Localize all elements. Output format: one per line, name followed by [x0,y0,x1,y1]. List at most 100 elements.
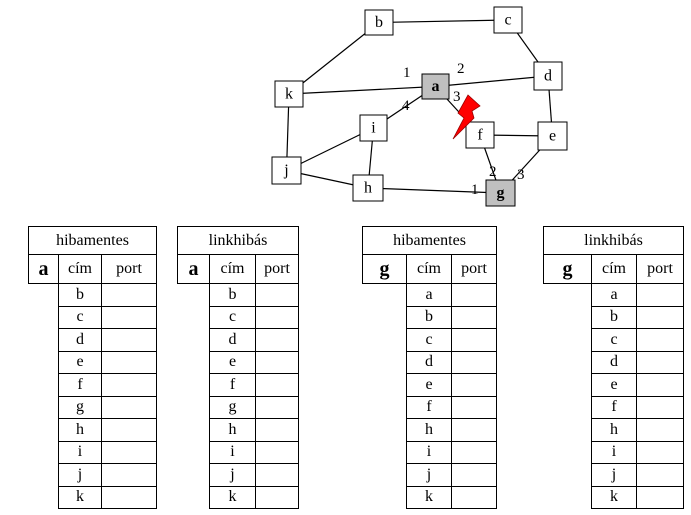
edge-k-a [288,85,436,95]
address-cell: i [209,440,256,464]
address-cell: f [406,395,452,419]
column-header-port: port [101,254,157,284]
address-cell: k [209,485,256,509]
node-box-a [421,73,450,100]
node-box-e [537,121,568,151]
port-cell [255,328,299,352]
port-cell [101,305,157,329]
node-label-j: j [283,162,288,179]
port-cell [636,463,684,487]
address-cell: b [58,283,102,307]
address-cell: e [406,373,452,397]
address-cell: d [591,350,637,374]
address-cell: d [58,328,102,352]
address-cell: h [591,418,637,442]
port-cell [636,395,684,419]
column-header-port: port [636,254,684,284]
node-j: j [271,156,302,185]
column-header-address: cím [209,254,256,284]
table-node-label: a [28,254,59,284]
edge-h-g [367,187,501,194]
edge-b-k [288,22,380,95]
port-cell [101,350,157,374]
port-cell [101,418,157,442]
edge-b-c [378,19,509,24]
port-cell [451,440,497,464]
address-cell: a [591,283,637,307]
address-cell: b [406,305,452,329]
address-cell: j [406,463,452,487]
node-d: d [533,61,563,91]
address-cell: j [209,463,256,487]
node-box-g [485,179,516,207]
node-box-i [359,114,388,142]
table-header: linkhibás [543,226,684,255]
port-label-a-2: 2 [457,61,465,77]
port-cell [255,395,299,419]
address-cell: h [58,418,102,442]
port-label-g-1: 1 [471,182,479,198]
address-cell: j [591,463,637,487]
node-a: a [421,73,450,100]
port-cell [255,485,299,509]
port-label-g-2: 2 [489,164,497,180]
port-cell [451,418,497,442]
port-cell [636,305,684,329]
node-e: e [537,121,568,151]
node-label-h: h [364,180,372,197]
address-cell: k [406,485,452,509]
port-cell [255,350,299,374]
column-header-address: cím [406,254,452,284]
port-cell [255,418,299,442]
address-cell: h [406,418,452,442]
address-cell: e [209,350,256,374]
port-cell [636,350,684,374]
port-cell [101,328,157,352]
address-cell: e [58,350,102,374]
address-cell: i [58,440,102,464]
address-cell: f [209,373,256,397]
port-cell [636,418,684,442]
port-cell [451,350,497,374]
address-cell: k [591,485,637,509]
port-cell [255,373,299,397]
graph-edges [285,19,554,194]
address-cell: e [591,373,637,397]
port-cell [255,305,299,329]
node-box-j [271,156,302,185]
link-failure-lightning-icon [452,94,481,140]
address-cell: f [58,373,102,397]
port-cell [451,463,497,487]
port-cell [451,305,497,329]
node-box-c [493,6,523,34]
address-cell: g [209,395,256,419]
column-header-port: port [255,254,299,284]
address-cell: i [591,440,637,464]
node-box-k [274,80,304,108]
node-h: h [352,174,384,202]
port-cell [101,463,157,487]
port-cell [451,328,497,352]
column-header-address: cím [591,254,637,284]
port-cell [636,283,684,307]
edge-a-d [435,75,549,88]
table-node-label: g [543,254,592,284]
column-header-port: port [451,254,497,284]
node-i: i [359,114,388,142]
node-label-b: b [375,14,383,31]
table-header: hibamentes [362,226,497,255]
node-label-c: c [504,12,511,29]
port-cell [451,373,497,397]
port-cell [636,485,684,509]
port-cell [101,373,157,397]
port-label-a-4: 4 [402,98,410,114]
node-label-d: d [544,68,552,85]
node-box-h [352,174,384,202]
node-label-i: i [371,120,376,137]
address-cell: j [58,463,102,487]
table-header: hibamentes [28,226,157,255]
node-label-g: g [497,185,505,202]
